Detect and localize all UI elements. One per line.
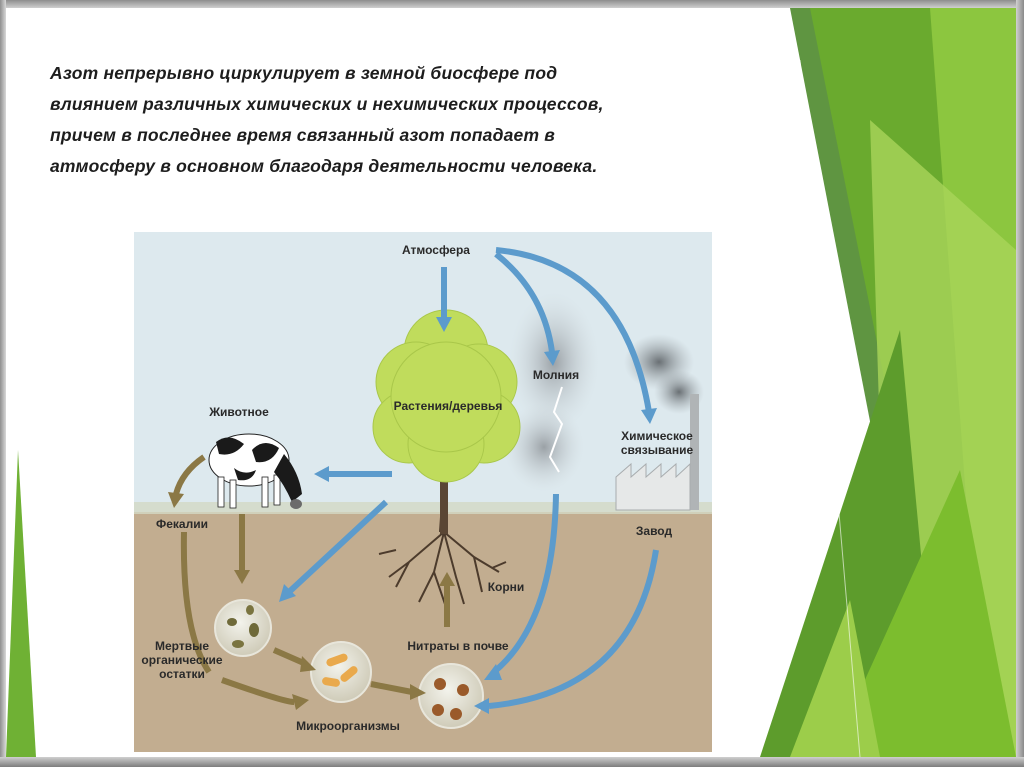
label-roots: Корни xyxy=(488,580,525,594)
nitrogen-cycle-diagram: Атмосфера Молния Растения/деревья Животн… xyxy=(134,232,712,752)
label-feces: Фекалии xyxy=(156,517,208,531)
label-nitrates: Нитраты в почве xyxy=(407,639,509,653)
label-atmosphere: Атмосфера xyxy=(402,243,470,257)
intro-line: причем в последнее время связанный азот … xyxy=(50,125,555,145)
label-animal: Животное xyxy=(208,405,269,419)
label-chemical-fixation-2: связывание xyxy=(621,443,694,457)
intro-line: Азот непрерывно циркулирует в земной био… xyxy=(50,63,557,83)
microbe-cell-3 xyxy=(419,664,483,728)
label-plants: Растения/деревья xyxy=(394,399,503,413)
label-dead-remains-2: органические xyxy=(141,653,222,667)
label-lightning: Молния xyxy=(533,368,579,382)
label-factory: Завод xyxy=(636,524,673,538)
intro-line: атмосферу в основном благодаря деятельно… xyxy=(50,156,597,176)
label-dead-remains-1: Мертвые xyxy=(155,639,209,653)
microbe-cell-2 xyxy=(311,642,371,702)
label-microorganisms: Микроорганизмы xyxy=(296,719,400,733)
label-chemical-fixation-1: Химическое xyxy=(621,429,693,443)
intro-line: влиянием различных химических и нехимиче… xyxy=(50,94,604,114)
intro-paragraph: Азот непрерывно циркулирует в земной био… xyxy=(50,58,690,182)
label-dead-remains-3: остатки xyxy=(159,667,205,681)
microbe-cell-1 xyxy=(215,600,271,656)
